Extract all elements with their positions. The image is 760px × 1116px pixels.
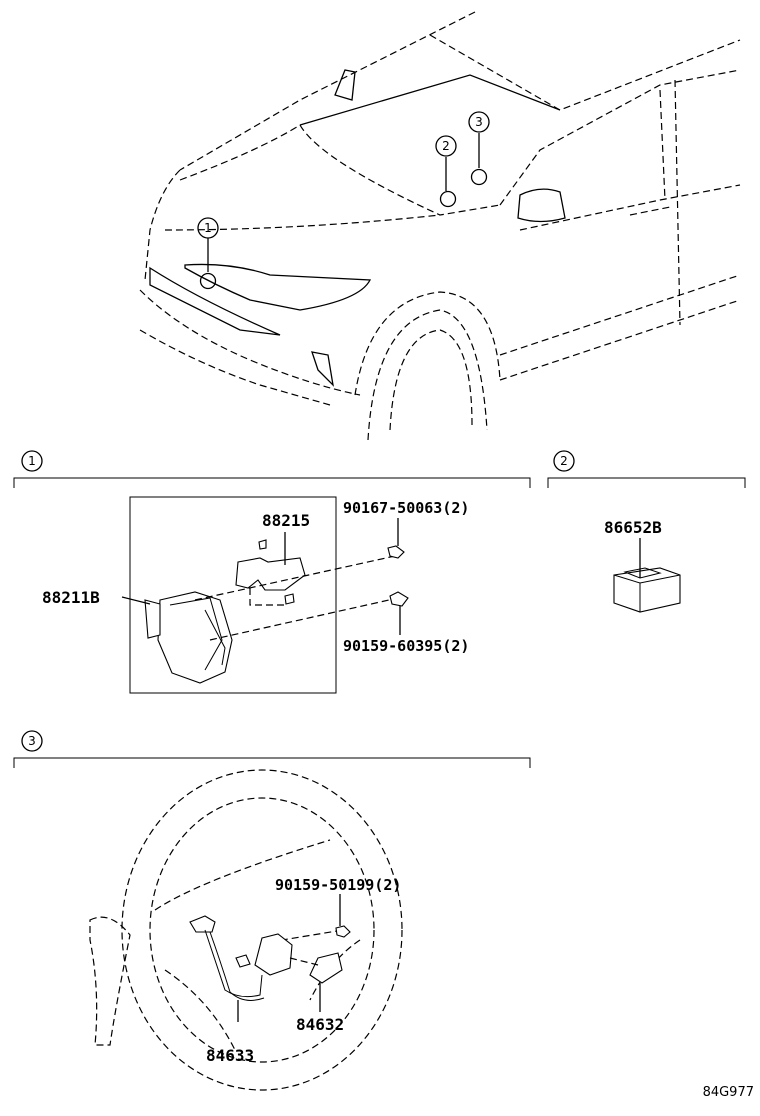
section-1-frame: [13, 450, 531, 694]
section-2-frame: [547, 450, 746, 488]
steering-wheel-part: [89, 769, 403, 1091]
vehicle-callout-2: 2: [442, 139, 450, 153]
section-1-number: 1: [28, 454, 36, 468]
label-84632: 84632: [296, 1015, 344, 1034]
vehicle-overview: [139, 11, 741, 441]
label-90159-50199: 90159-50199(2): [275, 876, 401, 894]
section-3-number: 3: [28, 734, 36, 748]
section-2-number: 2: [560, 454, 568, 468]
label-88211b: 88211B: [42, 588, 100, 607]
label-90167-50063: 90167-50063(2): [343, 499, 469, 517]
label-90159-60395: 90159-60395(2): [343, 637, 469, 655]
label-86652b: 86652B: [604, 518, 662, 537]
radar-sensor-part: [121, 518, 409, 684]
vehicle-callout-3: 3: [475, 115, 483, 129]
vehicle-callout-1: 1: [204, 221, 212, 235]
relay-part: [613, 538, 681, 613]
label-88215: 88215: [262, 511, 310, 530]
label-84633: 84633: [206, 1046, 254, 1065]
section-3-frame: [13, 730, 531, 768]
figure-reference: 84G977: [703, 1085, 754, 1100]
